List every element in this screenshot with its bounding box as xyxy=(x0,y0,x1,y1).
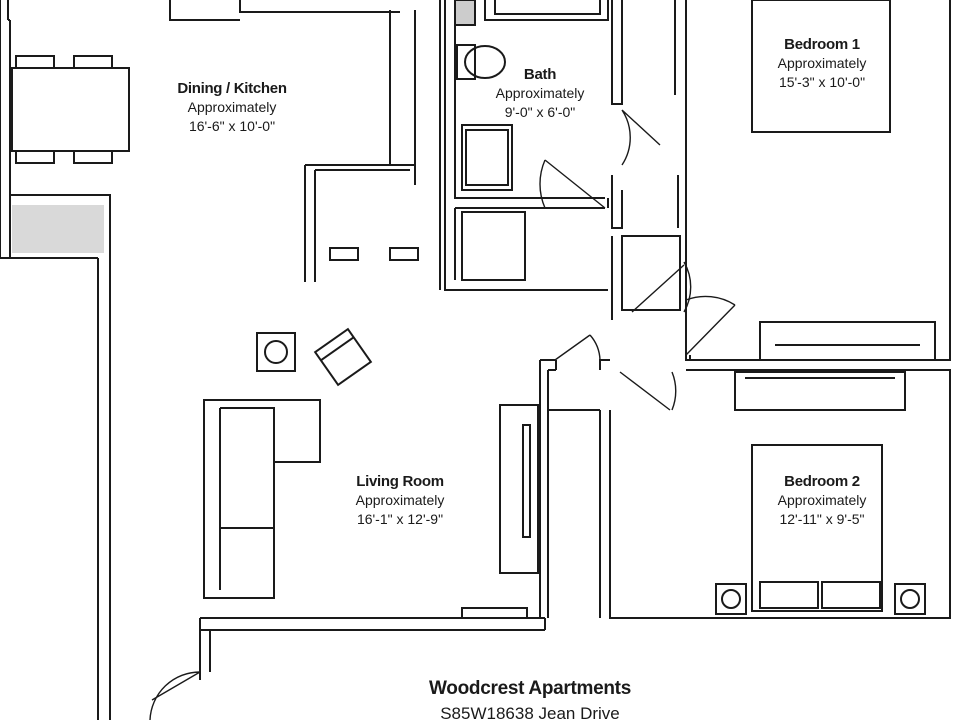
dresser-1 xyxy=(759,321,936,361)
wall-balcony xyxy=(10,194,111,258)
side-table xyxy=(256,332,296,372)
nightstand-2 xyxy=(894,583,926,615)
bath-label: Bath Approximately 9'-0" x 6'-0" xyxy=(480,65,600,122)
door-bedroom1 xyxy=(621,109,661,166)
bedroom1-label: Bedroom 1 Approximately 15'-3" x 10'-0" xyxy=(752,35,892,92)
chair-2 xyxy=(73,55,113,69)
stool-1 xyxy=(329,247,359,261)
room-dimensions: 12'-11" x 9'-5" xyxy=(779,511,865,527)
kitchen-island xyxy=(304,164,415,282)
room-name: Living Room xyxy=(356,473,444,490)
room-dimensions: 16'-6" x 10'-0" xyxy=(188,118,276,134)
stool-2 xyxy=(389,247,419,261)
wall-left xyxy=(0,0,11,259)
bedroom2-walls xyxy=(599,369,951,619)
door-bath xyxy=(539,159,606,209)
sofa xyxy=(203,399,321,599)
chair-4 xyxy=(73,150,113,164)
toilet-tank xyxy=(456,44,476,80)
room-dimensions: 9'-0" x 6'-0" xyxy=(504,104,576,120)
armchair xyxy=(313,327,373,387)
title-block: Woodcrest Apartments S85W18638 Jean Driv… xyxy=(330,678,730,724)
room-name: Bedroom 1 xyxy=(784,36,860,53)
bath-tub xyxy=(484,0,609,21)
pillow-2 xyxy=(821,581,881,609)
kitchen-cabinets-right xyxy=(389,0,441,290)
bath-linen xyxy=(461,211,526,281)
balcony-fill xyxy=(12,205,104,253)
approx-text: Approximately xyxy=(777,492,867,508)
chair-3 xyxy=(15,150,55,164)
hall-walls xyxy=(611,0,681,320)
approx-text: Approximately xyxy=(777,55,867,71)
room-name: Bedroom 2 xyxy=(784,473,860,490)
approx-text: Approximately xyxy=(495,85,585,101)
south-wall xyxy=(199,617,546,680)
bed-1 xyxy=(751,0,891,133)
tv xyxy=(522,424,531,538)
approx-text: Approximately xyxy=(187,99,277,115)
side-table-lamp xyxy=(264,340,288,364)
wall-west-lower xyxy=(97,195,111,720)
bath-cabinet xyxy=(454,0,476,26)
room-dimensions: 15'-3" x 10'-0" xyxy=(778,74,866,90)
door-hall-closet xyxy=(631,261,692,313)
radiator-living xyxy=(461,607,528,619)
nightstand-1 xyxy=(715,583,747,615)
door-entry xyxy=(149,671,201,720)
kitchen-top-wall xyxy=(7,0,400,21)
room-name: Bath xyxy=(523,66,557,83)
bedroom2-label: Bedroom 2 Approximately 12'-11" x 9'-5" xyxy=(752,472,892,529)
media-unit xyxy=(499,404,539,574)
chair-1 xyxy=(15,55,55,69)
door-hall xyxy=(685,295,736,356)
pillow-1 xyxy=(759,581,819,609)
bath-walls xyxy=(444,0,609,291)
hall-walls-2 xyxy=(674,0,687,228)
toilet-bowl xyxy=(464,45,506,79)
bed-2 xyxy=(751,444,883,612)
approx-text: Approximately xyxy=(355,492,445,508)
dining-table xyxy=(11,67,130,152)
door-closet xyxy=(554,334,601,361)
property-address: S85W18638 Jean Drive xyxy=(440,704,620,723)
bath-vanity xyxy=(461,124,513,191)
door-bedroom2 xyxy=(619,371,677,411)
living-room-label: Living Room Approximately 16'-1" x 12'-9… xyxy=(330,472,470,529)
dining-kitchen-label: Dining / Kitchen Approximately 16'-6" x … xyxy=(152,79,312,136)
dresser-2 xyxy=(734,371,906,411)
room-dimensions: 16'-1" x 12'-9" xyxy=(356,511,444,527)
property-name: Woodcrest Apartments xyxy=(429,678,631,699)
room-name: Dining / Kitchen xyxy=(177,80,287,97)
